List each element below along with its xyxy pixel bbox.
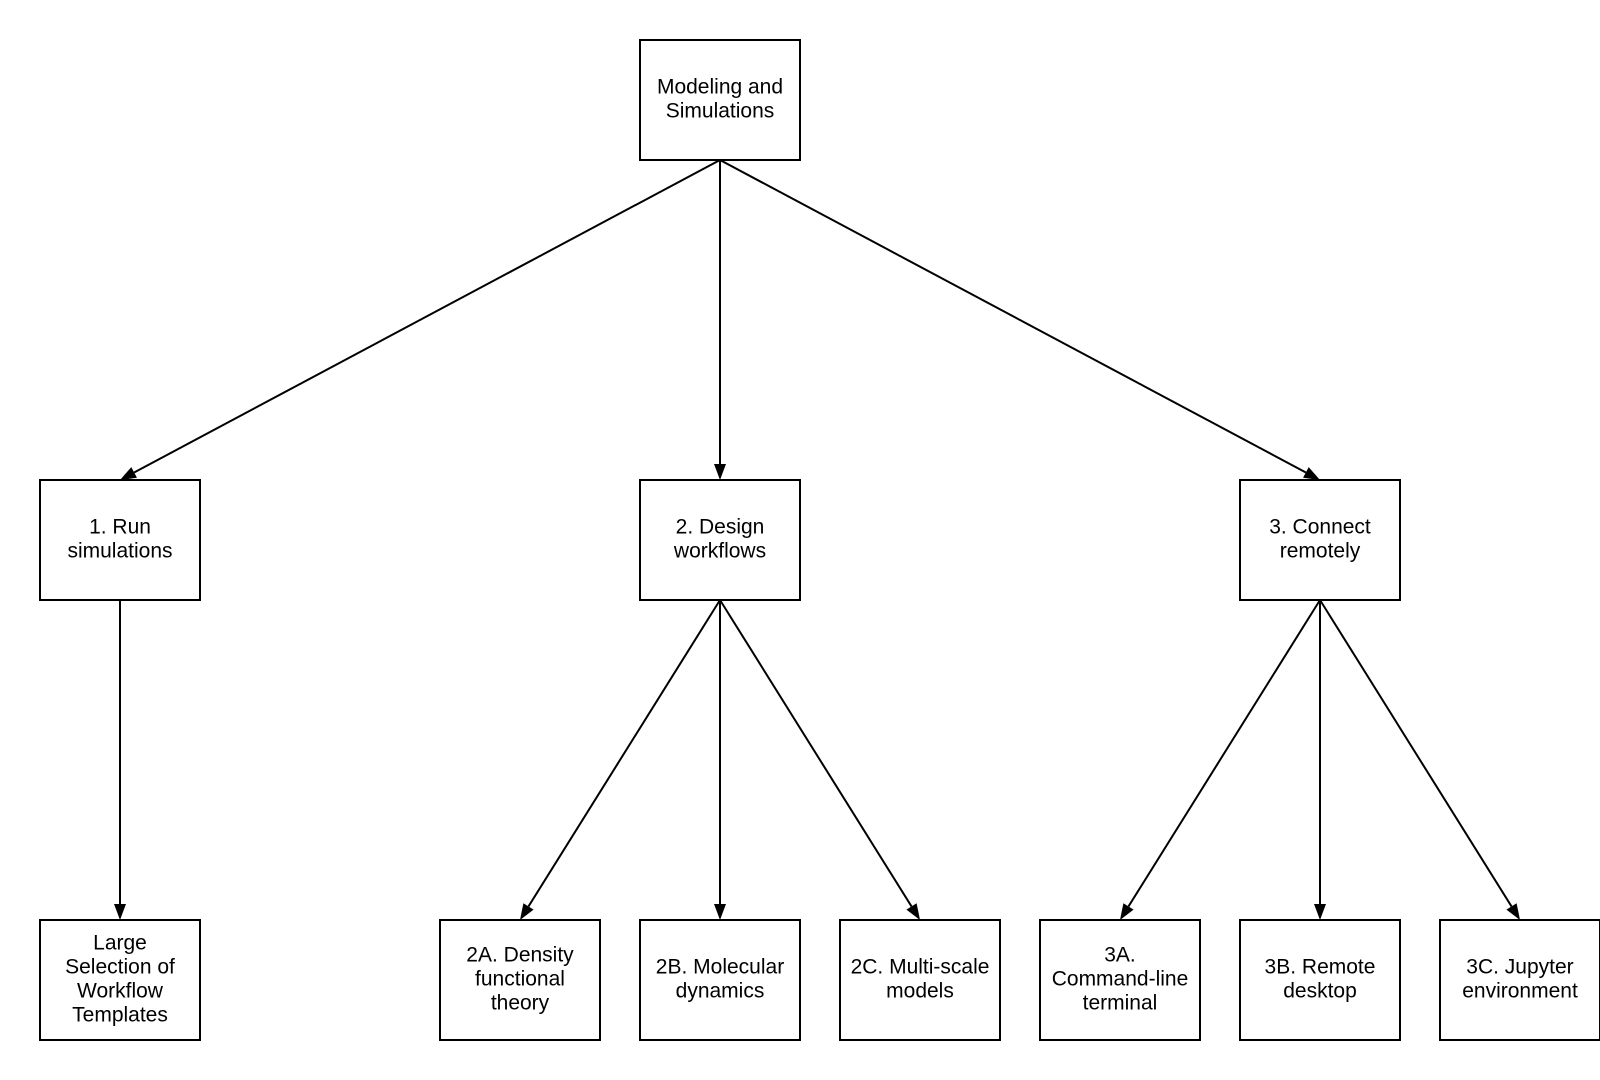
edges-layer [114, 159, 1520, 920]
node-label-line: 2. Design [676, 516, 765, 539]
arrow-head-icon [1314, 904, 1326, 920]
node-label-line: Simulations [666, 100, 775, 123]
node-box [439, 919, 601, 1041]
node-box [639, 479, 801, 601]
node-label-line: dynamics [676, 980, 765, 1003]
edge-n3-n3a [1120, 599, 1321, 920]
node-box [639, 39, 801, 161]
node-label-line: terminal [1083, 992, 1158, 1015]
node-label-line: 3. Connect [1269, 516, 1371, 539]
node-label-line: 2C. Multi-scale [851, 956, 990, 979]
edge-n2-n2a [520, 599, 721, 920]
node-label-line: 3C. Jupyter [1466, 956, 1573, 979]
node-label-line: models [886, 980, 954, 1003]
edge-line [719, 599, 913, 907]
node-label-line: 3B. Remote [1265, 956, 1376, 979]
edge-root-n1 [120, 159, 721, 480]
node-label-line: Command-line [1052, 968, 1189, 991]
node-box [1239, 479, 1401, 601]
node-label-line: functional [475, 968, 565, 991]
node-box [39, 479, 201, 601]
edge-n2-n2c [719, 599, 920, 920]
node-label-line: theory [491, 992, 550, 1015]
edge-root-n3 [719, 159, 1320, 480]
node-label-line: Modeling and [657, 76, 783, 99]
node-label-line: environment [1462, 980, 1578, 1003]
node-label-line: 3A. [1104, 944, 1136, 967]
node-box [1039, 919, 1201, 1041]
edge-n3-n3b [1314, 600, 1326, 920]
edge-line [1319, 599, 1513, 907]
edge-line [527, 599, 721, 907]
node-label-line: 2A. Density [466, 944, 574, 967]
edge-line [719, 159, 1307, 474]
arrow-head-icon [1303, 467, 1320, 480]
node-label-line: Large [93, 932, 147, 955]
edge-line [1127, 599, 1321, 907]
node-box [39, 919, 201, 1041]
arrow-head-icon [114, 904, 126, 920]
node-label-line: remotely [1280, 540, 1361, 563]
arrow-head-icon [1120, 903, 1134, 920]
node-label-line: Workflow [77, 980, 164, 1003]
arrow-head-icon [714, 904, 726, 920]
arrow-head-icon [906, 903, 920, 920]
node-label-line: workflows [673, 540, 766, 563]
arrow-head-icon [714, 464, 726, 480]
node-label-line: Selection of [65, 956, 175, 979]
node-box [839, 919, 1001, 1041]
node-label-line: desktop [1283, 980, 1357, 1003]
edge-n1-n1a [114, 600, 126, 920]
node-label-line: Templates [72, 1004, 168, 1027]
arrow-head-icon [520, 903, 534, 920]
node-box [1239, 919, 1401, 1041]
node-label-line: 2B. Molecular [656, 956, 784, 979]
edge-root-n2 [714, 160, 726, 480]
edge-n2-n2b [714, 600, 726, 920]
node-label-line: 1. Run [89, 516, 151, 539]
node-box [1439, 919, 1600, 1041]
node-box [639, 919, 801, 1041]
edge-n3-n3c [1319, 599, 1520, 920]
arrow-head-icon [120, 467, 137, 480]
edge-line [133, 159, 721, 474]
node-label-line: simulations [67, 540, 172, 563]
arrow-head-icon [1506, 903, 1520, 920]
